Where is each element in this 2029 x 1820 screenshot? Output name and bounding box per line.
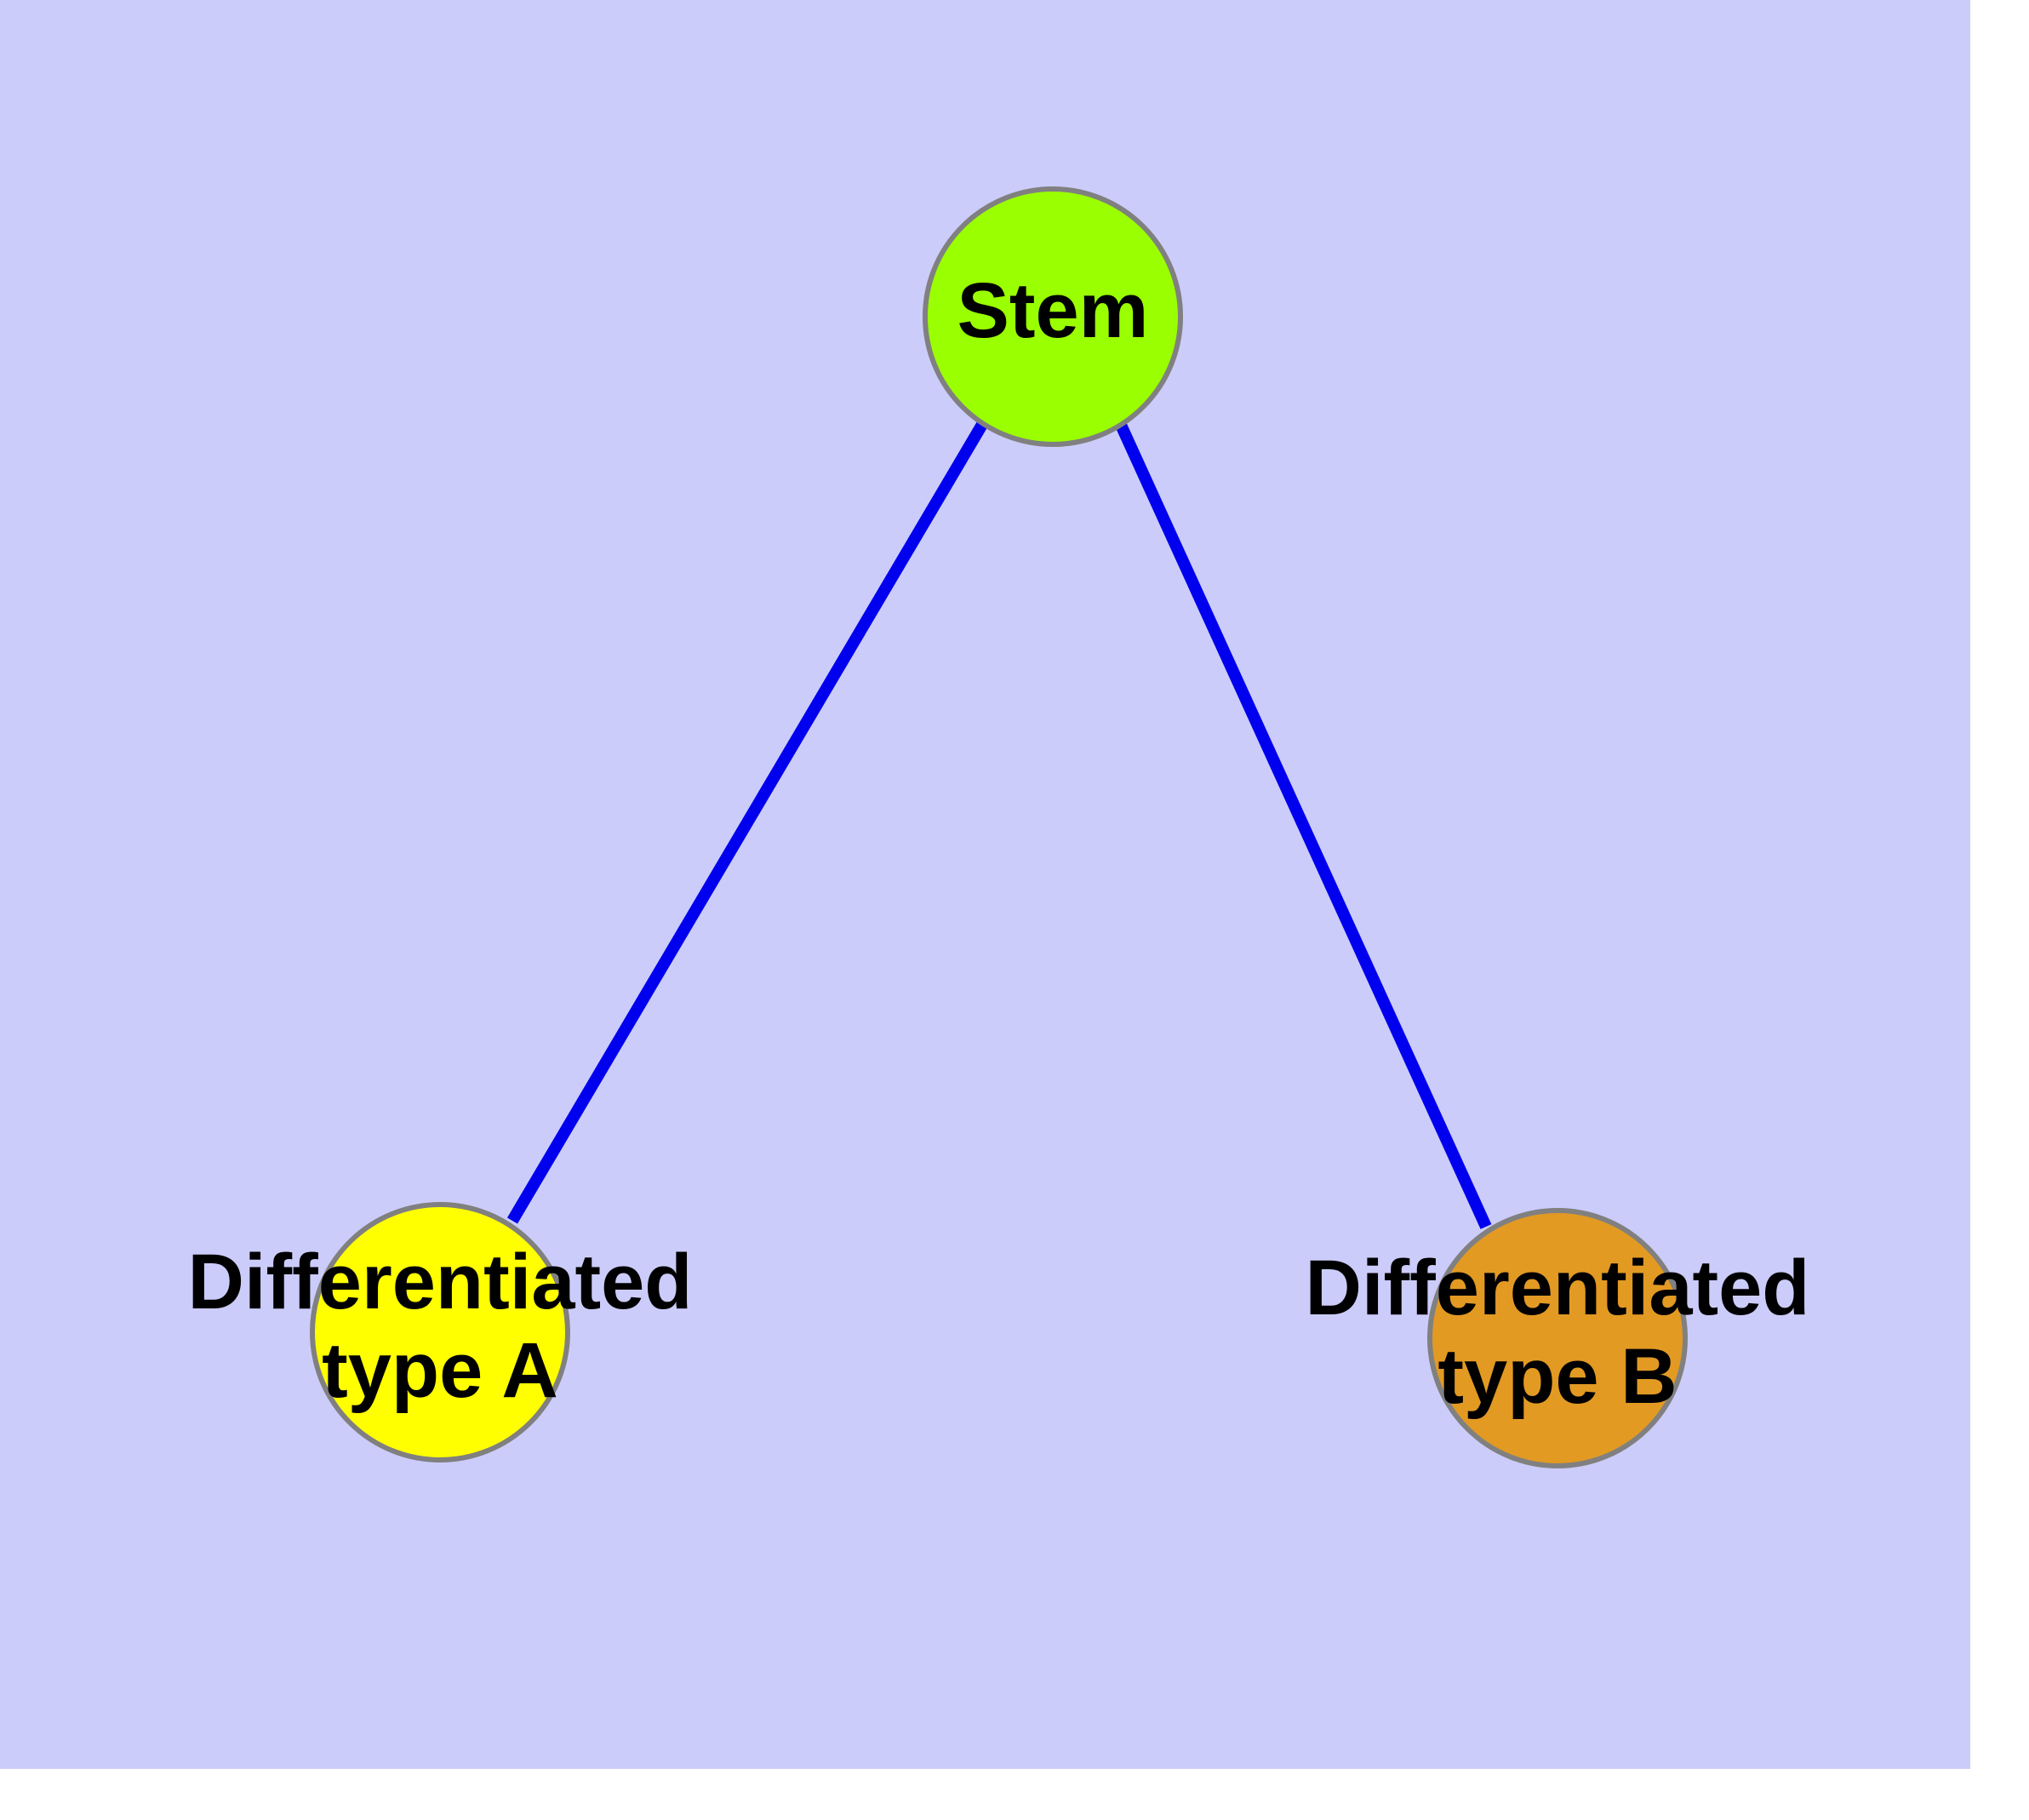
edges-layer [506,420,1492,1229]
node-label-line: type B [1437,1333,1677,1420]
edge-stem-to-differentiated-type-a[interactable] [506,420,989,1224]
node-stem[interactable]: Stem [923,186,1183,447]
node-differentiated-type-a-circle[interactable] [310,1202,570,1462]
node-differentiated-type-b-circle[interactable] [1427,1208,1688,1468]
node-label-line: Stem [957,267,1149,354]
edge-stem-to-differentiated-type-b[interactable] [1114,421,1492,1229]
node-label-line: type A [322,1327,558,1414]
node-label-line: Differentiated [188,1239,693,1325]
node-stem-label: Stem [957,267,1149,354]
node-stem-circle[interactable] [923,186,1183,447]
node-label-line: Differentiated [1306,1245,1810,1331]
